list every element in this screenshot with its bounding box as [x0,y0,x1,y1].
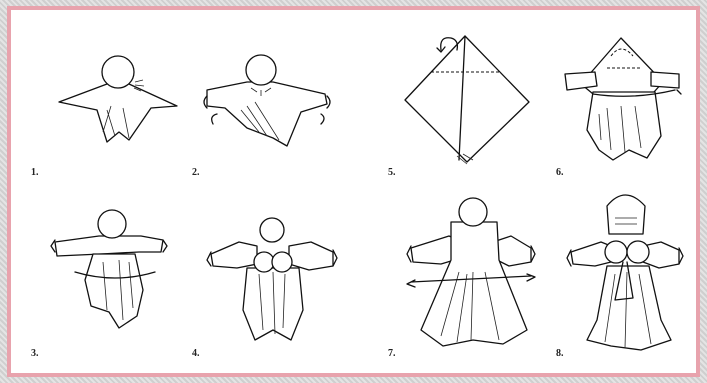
step-label-1: 1. [31,167,39,178]
step-label-2: 2. [192,167,200,178]
step-8-finished-doll-icon [567,195,683,350]
step-label-8: 8. [556,348,564,359]
step-label-3: 3. [31,348,39,359]
step-1-head-cloth-icon [59,56,177,142]
step-label-4: 4. [192,348,200,359]
instruction-panel: 1. 2. 5. 6. 3. 4. 7. 8. [7,6,700,377]
doll-instruction-diagram [11,10,696,373]
step-2-tied-cloth-icon [204,55,330,146]
step-3-arms-icon [51,210,167,328]
step-label-5: 5. [388,167,396,178]
step-label-6: 6. [556,167,564,178]
step-6-headscarf-icon [565,38,681,160]
step-5-folded-square-icon [405,36,529,164]
step-7-skirt-icon [407,198,535,346]
step-4-body-icon [207,218,337,340]
step-label-7: 7. [388,348,396,359]
